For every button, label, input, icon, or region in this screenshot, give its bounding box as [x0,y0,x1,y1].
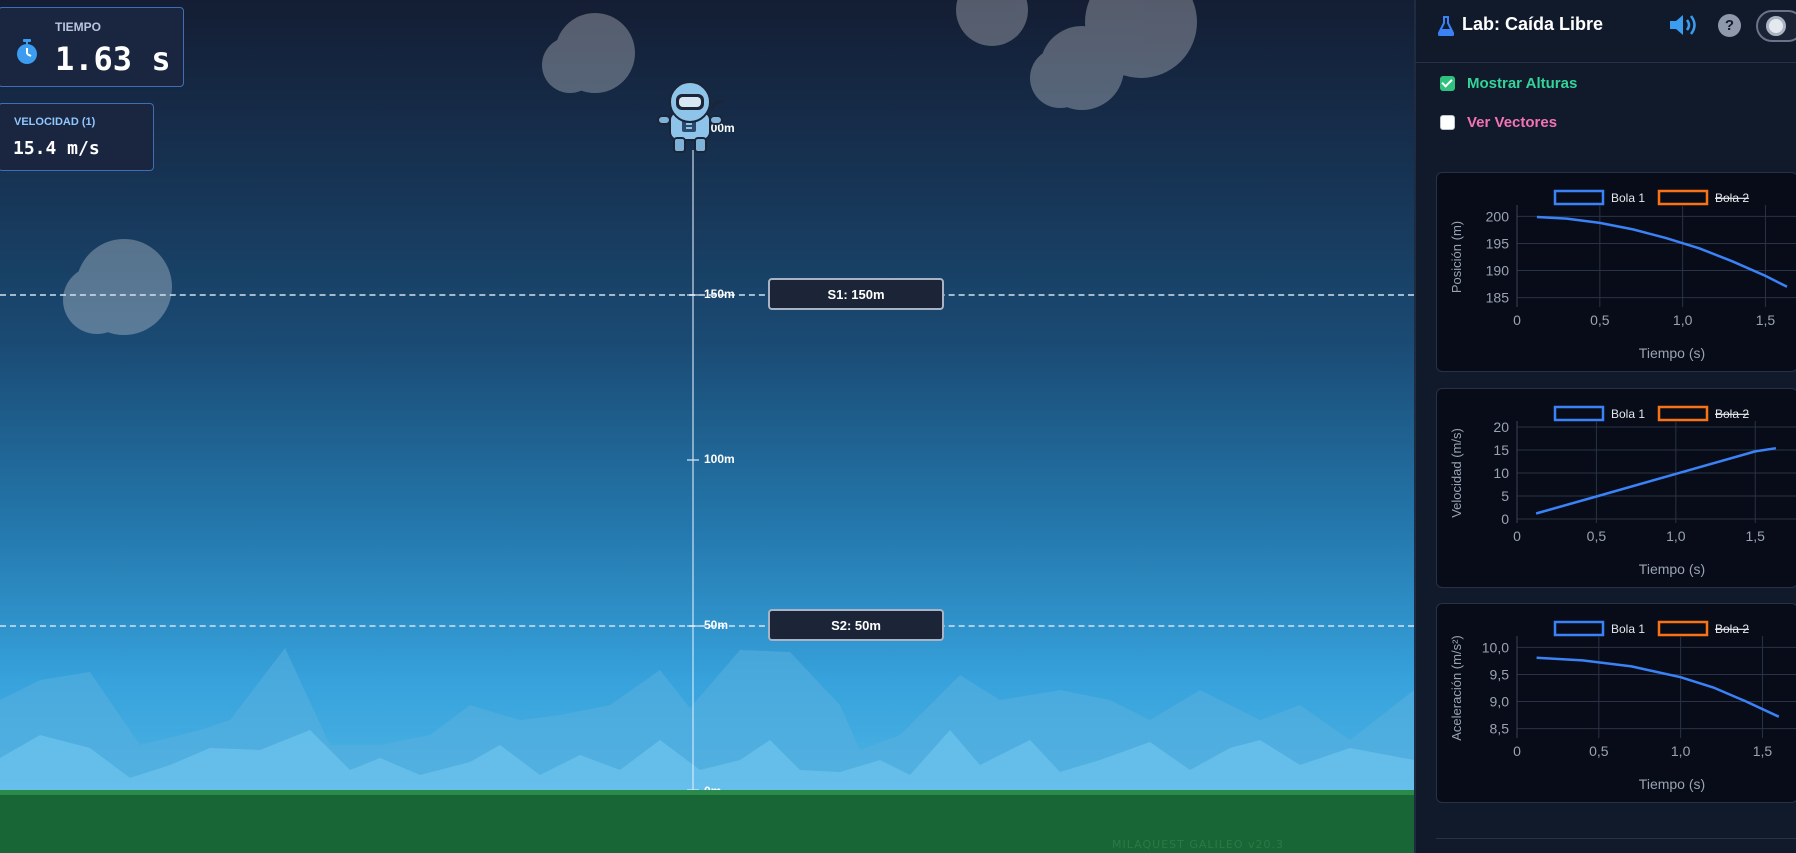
chart-acceleration-svg: Bola 1 Bola 2 10,0 9,5 9,0 8,50 0,5 1,0 1,5Tiemp… [1449,620,1796,792]
legend-swatch [1657,189,1709,206]
x-tick-label: 1,5 [1753,743,1773,759]
y-tick-label: 20 [1493,419,1509,435]
divider [1436,838,1796,839]
ground [0,790,1414,853]
height-guide-line [0,294,1414,296]
ruler-tick [687,294,699,296]
legend-swatch [1553,620,1605,637]
astronaut-icon[interactable] [654,80,730,160]
height-ruler [692,150,694,790]
velocity-label: VELOCIDAD (1) [14,116,96,128]
help-icon: ? [1724,17,1735,34]
y-tick-label: 190 [1486,263,1510,279]
legend-swatch [1553,405,1605,422]
simulation-canvas[interactable]: 200m 150m 100m 50m 0m S1: 150m S2: 50m M… [0,0,1414,853]
cloud-icon [63,0,1197,335]
help-button[interactable]: ? [1718,14,1741,37]
y-tick-label: 195 [1486,235,1510,251]
x-tick-label: 0,5 [1590,312,1610,328]
sidebar-header: Lab: Caída Libre ? [1416,0,1796,63]
sensor-s2[interactable]: S2: 50m [768,609,944,641]
y-tick-label: 10 [1493,465,1509,481]
time-label: TIEMPO [55,20,102,34]
height-label-50: 50m [704,618,729,632]
page-title: Lab: Caída Libre [1462,14,1604,34]
y-tick-label: 9,0 [1490,694,1510,710]
x-tick-label: 0 [1513,312,1521,328]
x-axis-label: Tiempo (s) [1639,561,1705,577]
y-tick-label: 200 [1486,208,1510,224]
stopwatch-icon [17,39,37,64]
show-heights-label: Mostrar Alturas [1467,74,1578,92]
y-axis-label: Aceleración (m/s²) [1449,635,1464,740]
scene-background [0,0,1414,790]
profile-toggle[interactable] [1756,10,1796,42]
series-line [1536,656,1780,718]
show-vectors-label: Ver Vectores [1467,113,1558,131]
time-panel: TIEMPO 1.63 s [0,7,184,87]
legend-label: Bola 2 [1715,191,1749,205]
x-tick-label: 1,0 [1666,528,1686,544]
series-line [1536,215,1788,288]
x-tick-label: 0 [1513,528,1521,544]
watermark: MILAQUEST GALILEO v20.3 [1112,838,1284,851]
x-tick-label: 0,5 [1589,743,1609,759]
series-line [1535,446,1777,515]
legend-swatch [1657,620,1709,637]
y-tick-label: 9,5 [1490,666,1510,682]
show-heights-checkbox[interactable] [1440,75,1455,91]
option-show-heights[interactable]: Mostrar Alturas [1440,73,1577,93]
x-tick-label: 0 [1513,743,1521,759]
x-tick-label: 1,0 [1673,312,1693,328]
y-axis-label: Velocidad (m/s) [1449,428,1464,518]
y-tick-label: 5 [1501,488,1509,504]
y-tick-label: 185 [1486,290,1510,306]
legend-label: Bola 2 [1715,407,1749,421]
x-tick-label: 0,5 [1587,528,1607,544]
x-axis-label: Tiempo (s) [1639,345,1705,361]
height-label-200: 200m [704,121,735,135]
flask-icon [1438,16,1454,36]
option-show-vectors[interactable]: Ver Vectores [1440,112,1557,132]
height-label-100: 100m [704,452,735,466]
sound-icon[interactable] [1668,13,1698,37]
legend-swatch [1657,405,1709,422]
sensor-s1[interactable]: S1: 150m [768,278,944,310]
x-tick-label: 1,0 [1671,743,1691,759]
x-axis-label: Tiempo (s) [1639,776,1705,792]
y-tick-label: 10,0 [1482,639,1509,655]
legend-label: Bola 1 [1611,407,1645,421]
velocity-panel: VELOCIDAD (1) 15.4 m/s [0,103,154,171]
y-tick-label: 8,5 [1490,721,1510,737]
legend-swatch [1553,189,1605,206]
ruler-tick [687,459,699,461]
legend-label: Bola 2 [1715,622,1749,636]
y-axis-label: Posición (m) [1449,221,1464,293]
height-label-150: 150m [704,287,735,301]
x-tick-label: 1,5 [1746,528,1766,544]
x-tick-label: 1,5 [1756,312,1776,328]
avatar [1766,16,1786,36]
legend-label: Bola 1 [1611,191,1645,205]
show-vectors-checkbox[interactable] [1440,114,1455,130]
y-tick-label: 0 [1501,511,1509,527]
sidebar: Lab: Caída Libre ? Mostrar Alturas Ver V… [1414,0,1796,853]
ruler-tick [687,625,699,627]
velocity-value: 15.4 m/s [13,138,100,159]
height-guide-line [0,625,1414,627]
y-tick-label: 15 [1493,442,1509,458]
legend-label: Bola 1 [1611,622,1645,636]
time-value: 1.63 s [55,40,171,78]
